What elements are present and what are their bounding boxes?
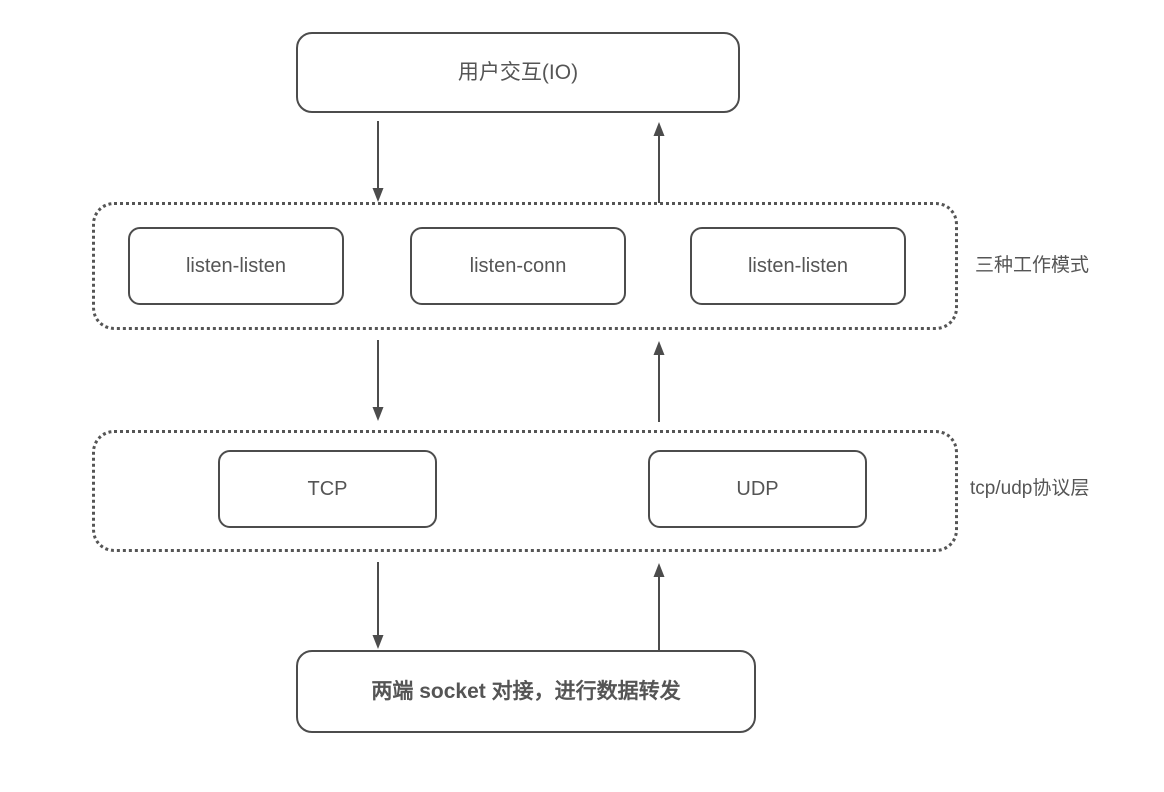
arrow-protocol-to-socket — [368, 562, 388, 650]
arrow-protocol-to-modes — [649, 340, 669, 422]
node-socket-forwarding[interactable]: 两端 socket 对接，进行数据转发 — [296, 650, 756, 733]
node-user-interaction[interactable]: 用户交互(IO) — [296, 32, 740, 113]
node-udp[interactable]: UDP — [648, 450, 867, 528]
node-listen-conn-label: listen-conn — [469, 255, 567, 277]
node-udp-label: UDP — [736, 478, 779, 500]
arrow-modes-to-io — [649, 121, 669, 203]
label-work-modes: 三种工作模式 — [975, 255, 1090, 276]
node-tcp[interactable]: TCP — [218, 450, 437, 528]
group-protocol-layer — [92, 430, 958, 552]
node-listen-conn[interactable]: listen-conn — [410, 227, 626, 305]
label-protocol-layer: tcp/udp协议层 — [970, 478, 1090, 499]
arrow-io-to-modes — [368, 121, 388, 203]
node-listen-listen-1[interactable]: listen-listen — [128, 227, 344, 305]
node-tcp-label: TCP — [307, 478, 348, 500]
arrow-socket-to-protocol — [649, 562, 669, 650]
arrow-modes-to-protocol — [368, 340, 388, 422]
node-listen-listen-1-label: listen-listen — [185, 255, 287, 277]
node-listen-listen-2-label: listen-listen — [747, 255, 849, 277]
node-user-interaction-label: 用户交互(IO) — [457, 60, 579, 84]
node-socket-forwarding-label: 两端 socket 对接，进行数据转发 — [371, 679, 681, 703]
group-work-modes — [92, 202, 958, 330]
node-listen-listen-2[interactable]: listen-listen — [690, 227, 906, 305]
